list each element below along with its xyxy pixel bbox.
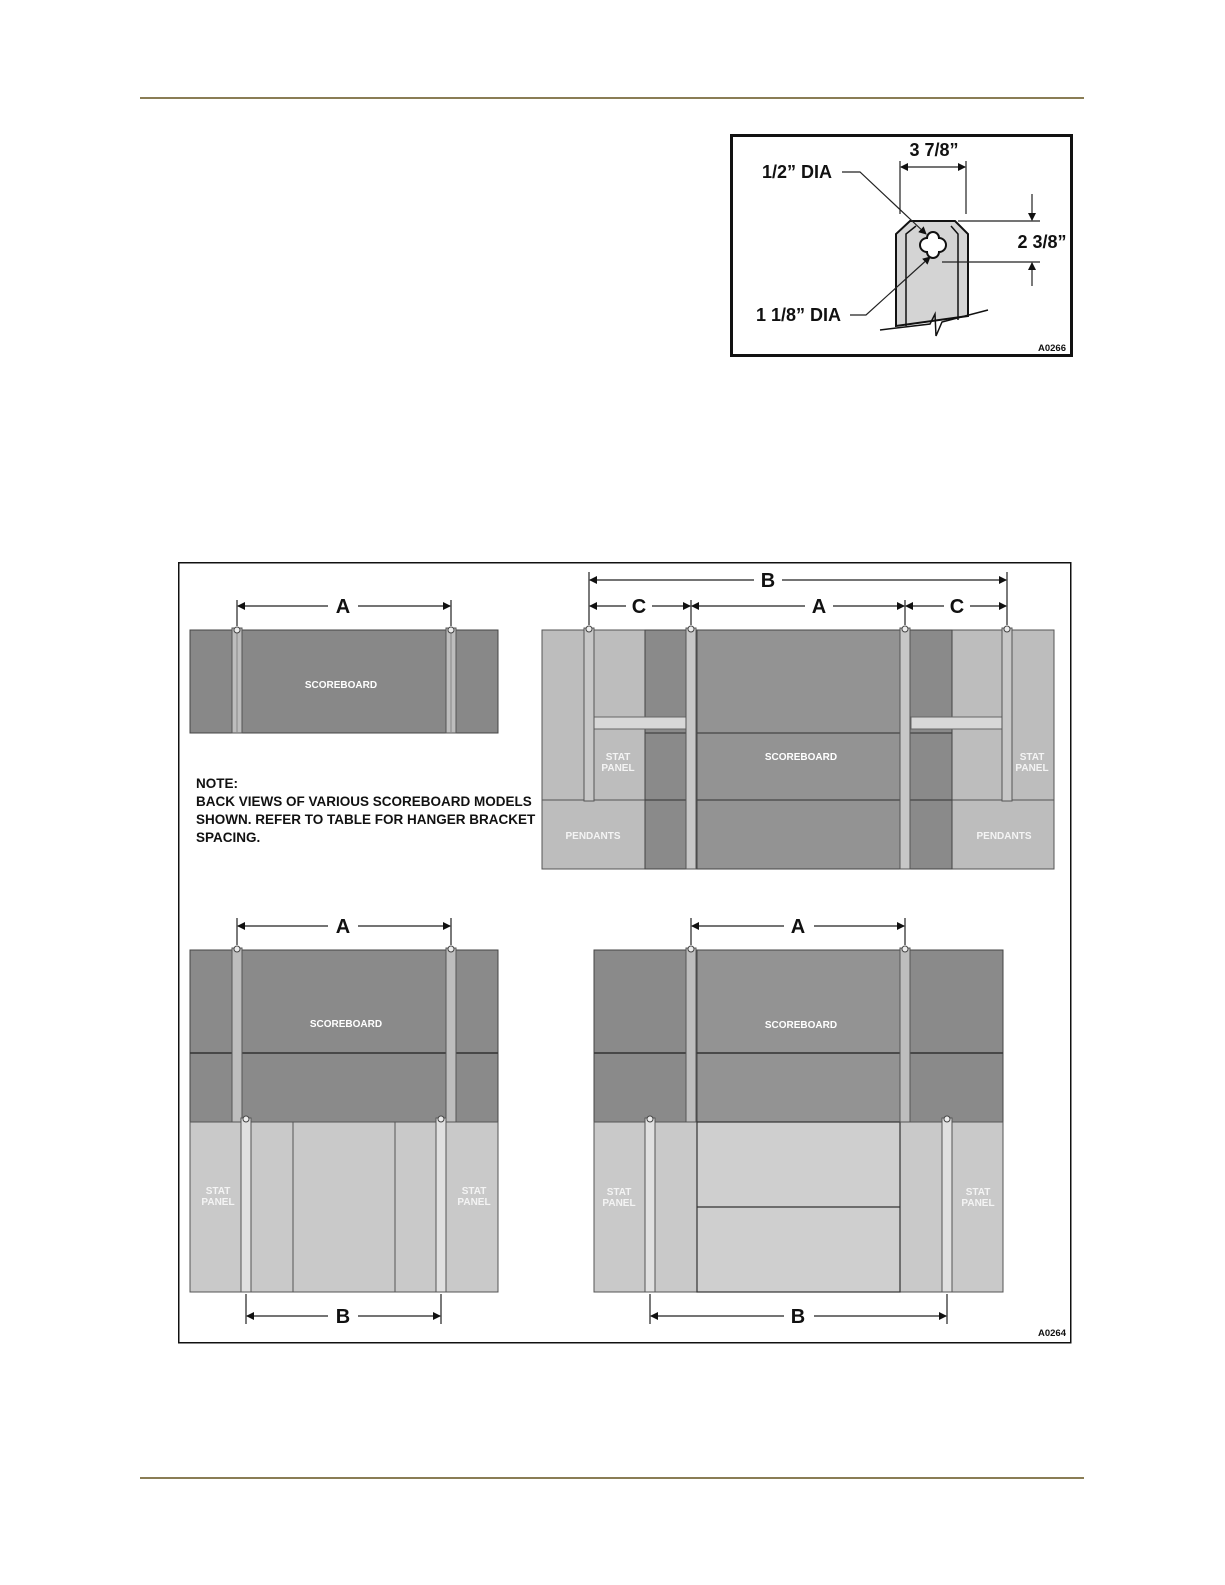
stat-panel-label-line1: STAT — [462, 1186, 487, 1197]
footer-rule — [140, 1477, 1084, 1479]
dim-a-label: A — [812, 596, 826, 618]
stat-panel-label-line1: STAT — [607, 1187, 632, 1198]
note-title: NOTE: — [196, 776, 238, 791]
model-scoreboard-with-lower-stat-panels: SCOREBOARD STAT PANEL STAT PANEL A B — [190, 916, 498, 1328]
stat-panel-label-line2: PANEL — [961, 1198, 994, 1209]
dim-c-label: C — [950, 596, 964, 618]
note-line-3: SPACING. — [196, 830, 260, 845]
dim-b-label: B — [336, 1306, 350, 1328]
detail-code: A0266 — [1038, 343, 1066, 354]
bracket-detail-figure: 3 7/8” 2 3/8” 1/2” DIA 1 1/8” DIA A0266 — [730, 134, 1074, 358]
stat-panel-label-line1: STAT — [1020, 752, 1045, 763]
scoreboard-label: SCOREBOARD — [305, 680, 377, 691]
dim-a-label: A — [336, 596, 350, 618]
pendants-label: PENDANTS — [976, 831, 1031, 842]
pendants-label: PENDANTS — [565, 831, 620, 842]
stat-panel-label-line1: STAT — [606, 752, 631, 763]
dim-c-label: C — [632, 596, 646, 618]
note-line-1: BACK VIEWS OF VARIOUS SCOREBOARD MODELS — [196, 794, 532, 809]
scoreboard-label: SCOREBOARD — [310, 1019, 382, 1030]
scoreboard-label: SCOREBOARD — [765, 1020, 837, 1031]
width-dimension-label: 3 7/8” — [909, 140, 958, 160]
stat-panel-label-line2: PANEL — [602, 1198, 635, 1209]
model-scoreboard-with-lower-stat-panels-wide: SCOREBOARD STAT PANEL STAT PANEL A B — [594, 916, 1003, 1328]
models-code: A0264 — [1038, 1328, 1067, 1339]
note-line-2: SHOWN. REFER TO TABLE FOR HANGER BRACKET — [196, 812, 536, 827]
dim-a-label: A — [791, 916, 805, 938]
stat-panel-label-line1: STAT — [206, 1186, 231, 1197]
scoreboard-label: SCOREBOARD — [765, 752, 837, 763]
stat-panel-label-line2: PANEL — [601, 763, 634, 774]
stat-panel-label-line2: PANEL — [1015, 763, 1048, 774]
stat-panel-label-line2: PANEL — [201, 1197, 234, 1208]
stat-panel-label-line1: STAT — [966, 1187, 991, 1198]
small-hole-label: 1/2” DIA — [762, 162, 832, 182]
stat-panel-label-line2: PANEL — [457, 1197, 490, 1208]
scoreboard-models-figure: SCOREBOARD A NOTE: BACK VIEWS OF VARIOUS… — [178, 562, 1072, 1344]
height-dimension-label: 2 3/8” — [1017, 232, 1066, 252]
dim-a-label: A — [336, 916, 350, 938]
large-hole-label: 1 1/8” DIA — [756, 305, 841, 325]
dim-b-label: B — [791, 1306, 805, 1328]
header-rule — [140, 97, 1084, 99]
dim-b-label: B — [761, 570, 775, 592]
